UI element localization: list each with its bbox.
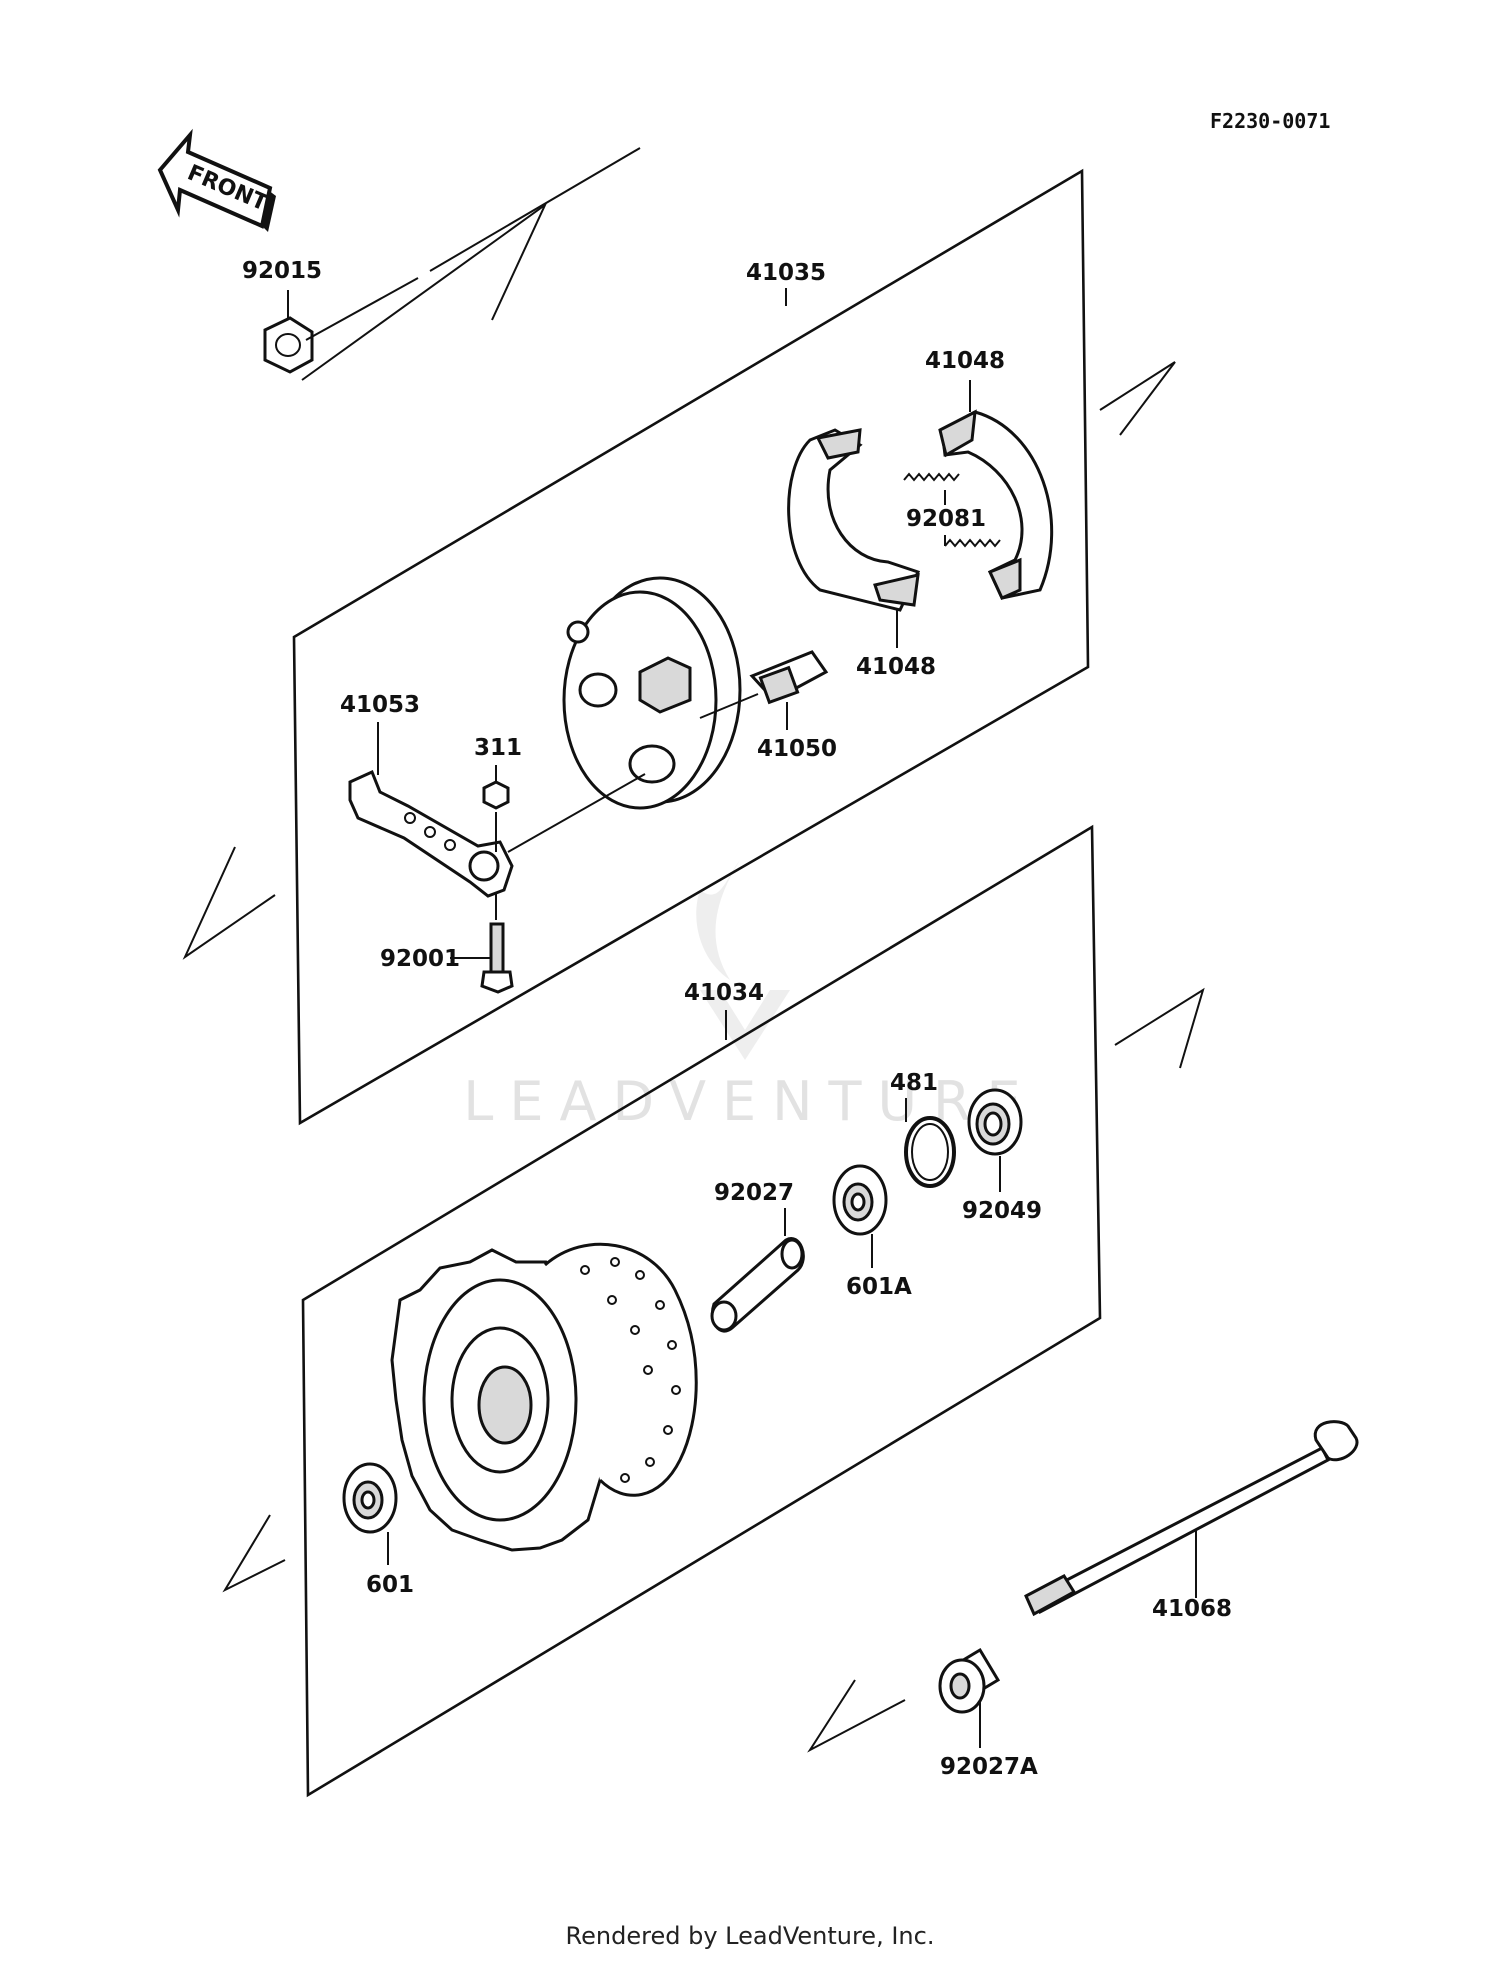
leadventure-flame-icon bbox=[696, 860, 790, 1060]
callout-92027A: 92027A bbox=[940, 1754, 1038, 1780]
callout-92001: 92001 bbox=[380, 946, 460, 972]
callout-601A: 601A bbox=[846, 1274, 912, 1300]
callout-41048-top: 41048 bbox=[925, 348, 1005, 374]
callout-41050: 41050 bbox=[757, 736, 837, 762]
bearing-601A bbox=[832, 1164, 888, 1236]
circlip-481 bbox=[904, 1116, 956, 1188]
callout-41048-bottom: 41048 bbox=[856, 654, 936, 680]
footer-credit: Rendered by LeadVenture, Inc. bbox=[566, 1922, 935, 1950]
callout-481: 481 bbox=[890, 1070, 938, 1096]
nut-92015 bbox=[263, 147, 641, 374]
spacer-92027 bbox=[710, 1237, 805, 1333]
watermark-text: LEADVENTURE bbox=[463, 1070, 1036, 1133]
collar-92027A bbox=[938, 1647, 1001, 1714]
spring-92081-top bbox=[903, 472, 960, 482]
wheel-hub-41034 bbox=[390, 1242, 698, 1552]
callout-311: 311 bbox=[474, 735, 522, 761]
front-arrow-icon: FRONT bbox=[157, 128, 276, 232]
brake-shoe-front bbox=[787, 428, 921, 648]
bolt-92001 bbox=[480, 894, 514, 994]
callout-92015: 92015 bbox=[242, 258, 322, 284]
brake-panel-disc bbox=[562, 576, 742, 810]
bearing-601 bbox=[342, 1462, 398, 1534]
axle-41068 bbox=[1024, 1420, 1359, 1617]
callout-92049: 92049 bbox=[962, 1198, 1042, 1224]
oil-seal-92049 bbox=[967, 1088, 1023, 1156]
callout-601: 601 bbox=[366, 1572, 414, 1598]
brake-panel-outline bbox=[292, 168, 1090, 1126]
ground-strokes bbox=[182, 201, 1205, 1753]
spring-92081-bottom bbox=[944, 538, 1001, 548]
nut-311 bbox=[482, 780, 510, 852]
callout-92027: 92027 bbox=[714, 1180, 794, 1206]
figure-code: F2230-0071 bbox=[1210, 109, 1330, 133]
brake-lever-41053 bbox=[348, 769, 646, 898]
callout-41068: 41068 bbox=[1152, 1596, 1232, 1622]
callout-92081: 92081 bbox=[906, 506, 986, 532]
callout-41035: 41035 bbox=[746, 260, 826, 286]
callout-41053: 41053 bbox=[340, 692, 420, 718]
brake-shoe-rear bbox=[938, 380, 1054, 600]
cam-41050 bbox=[699, 650, 829, 719]
hub-panel-outline bbox=[301, 824, 1102, 1798]
callout-41034: 41034 bbox=[684, 980, 764, 1006]
